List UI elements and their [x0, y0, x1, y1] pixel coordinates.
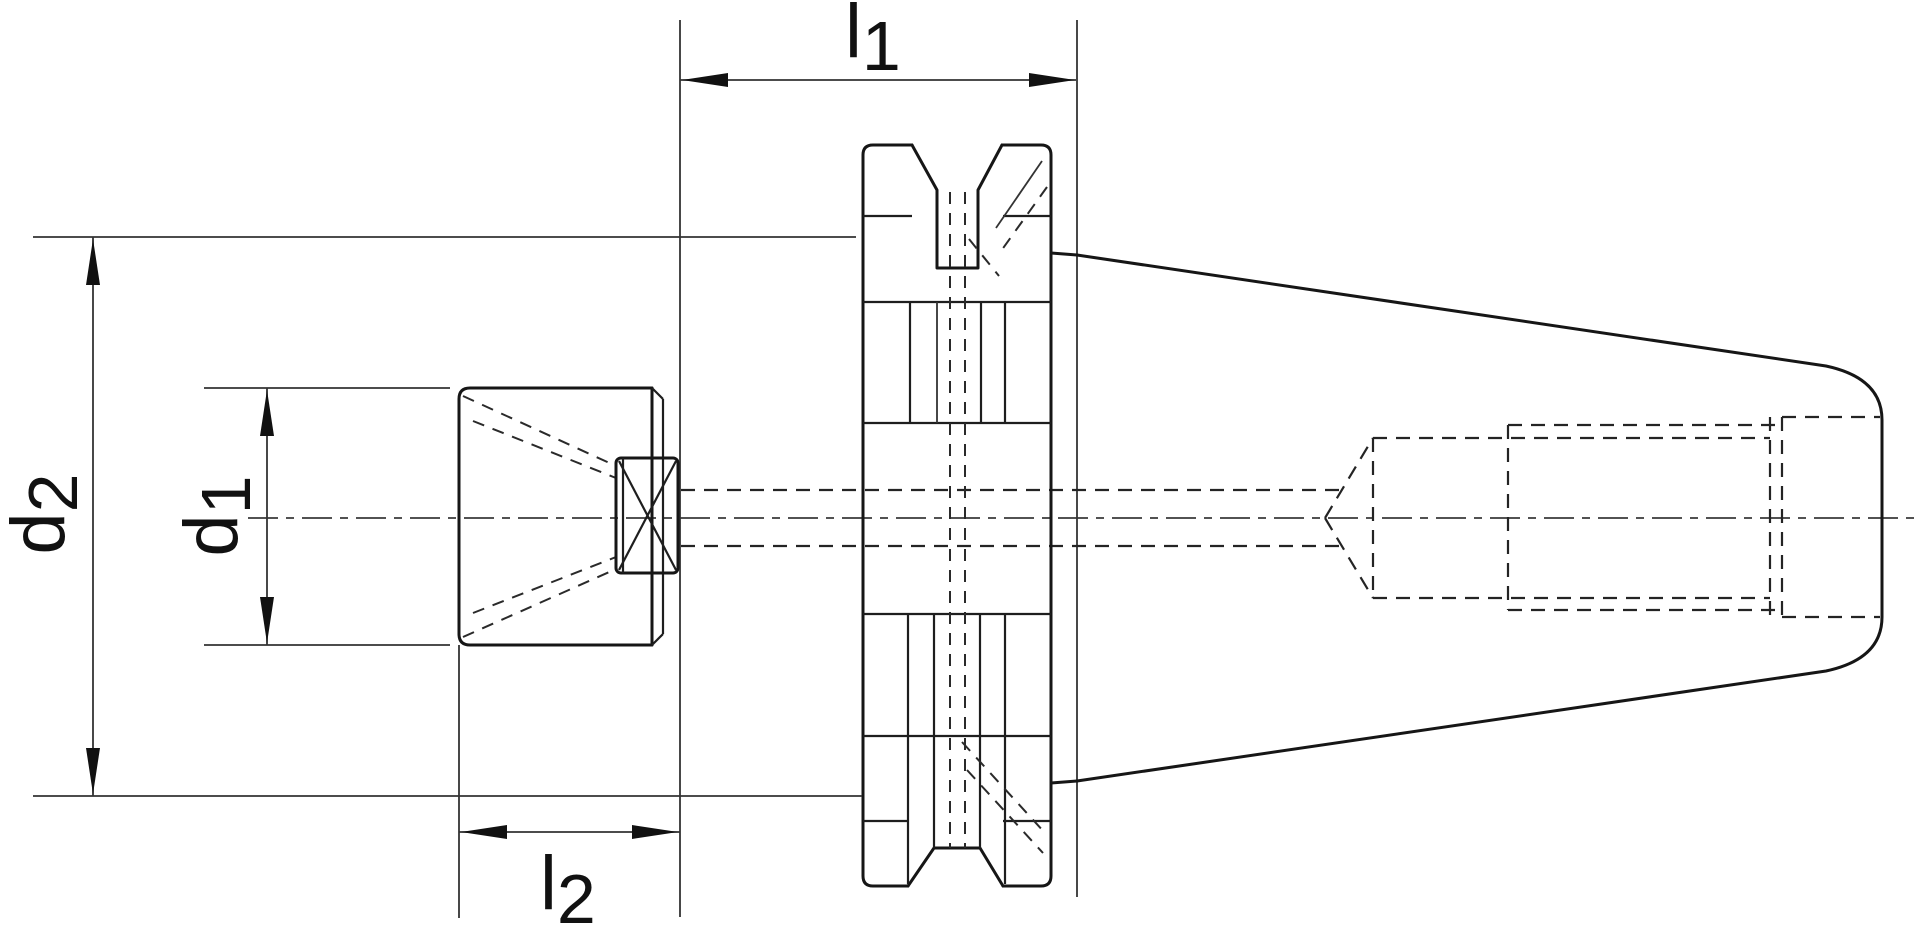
neck-edge — [1049, 779, 1079, 785]
pilot-chamfer-bottom — [651, 633, 664, 646]
d1-arrow-bottom — [260, 597, 274, 643]
l1-arrow-left — [682, 73, 728, 87]
flange-left-outline — [861, 143, 914, 888]
slot-flank-line — [995, 160, 1043, 229]
drill-point-hidden-line — [1324, 437, 1374, 519]
internal-taper-hidden-line — [462, 395, 617, 467]
l2-arrow-left — [461, 825, 507, 839]
reference-lines — [679, 20, 1078, 917]
l1-arrow-right — [1029, 73, 1075, 87]
pilot-spigot — [457, 386, 665, 647]
flange-v-groove — [861, 143, 1053, 888]
v-groove-bottom — [906, 846, 1005, 888]
internal-taper-hidden-line — [472, 420, 617, 479]
l2-label: l2 — [540, 841, 596, 927]
d2-arrow-bottom — [86, 748, 100, 794]
screw-cross-diagonal — [618, 460, 677, 571]
dimension-l1: l1 — [680, 0, 1076, 87]
pilot-chamfer-top — [651, 387, 664, 400]
drill-point-hidden-line — [1324, 517, 1374, 599]
dimension-l2: l2 — [458, 645, 680, 927]
clamping-screw — [614, 456, 680, 575]
internal-taper-hidden-line — [462, 568, 617, 638]
l1-label: l1 — [845, 0, 901, 85]
screw-body — [614, 456, 680, 575]
hidden-bore-lines — [681, 415, 1880, 619]
internal-taper-hidden-line — [472, 556, 617, 614]
d2-arrow-top — [86, 239, 100, 285]
neck-edge — [1049, 251, 1079, 257]
v-groove-top — [910, 143, 1004, 270]
dimension-d1: d1 — [169, 387, 450, 646]
slot-flank-hidden-line — [961, 741, 1046, 834]
flange-right-outline — [1000, 143, 1053, 888]
taper-cone-outline — [1075, 253, 1884, 783]
dimension-d2: d2 — [0, 236, 862, 797]
l2-arrow-right — [632, 825, 678, 839]
taper-shank — [1049, 251, 1884, 785]
slot-flank-hidden-line — [1000, 186, 1048, 252]
pilot-outline — [457, 386, 654, 647]
d2-label: d2 — [0, 473, 92, 554]
d1-label: d1 — [169, 475, 265, 556]
slot-flank-hidden-line — [968, 238, 1000, 277]
slot-flank-hidden-line — [966, 769, 1044, 854]
d1-arrow-top — [260, 390, 274, 436]
